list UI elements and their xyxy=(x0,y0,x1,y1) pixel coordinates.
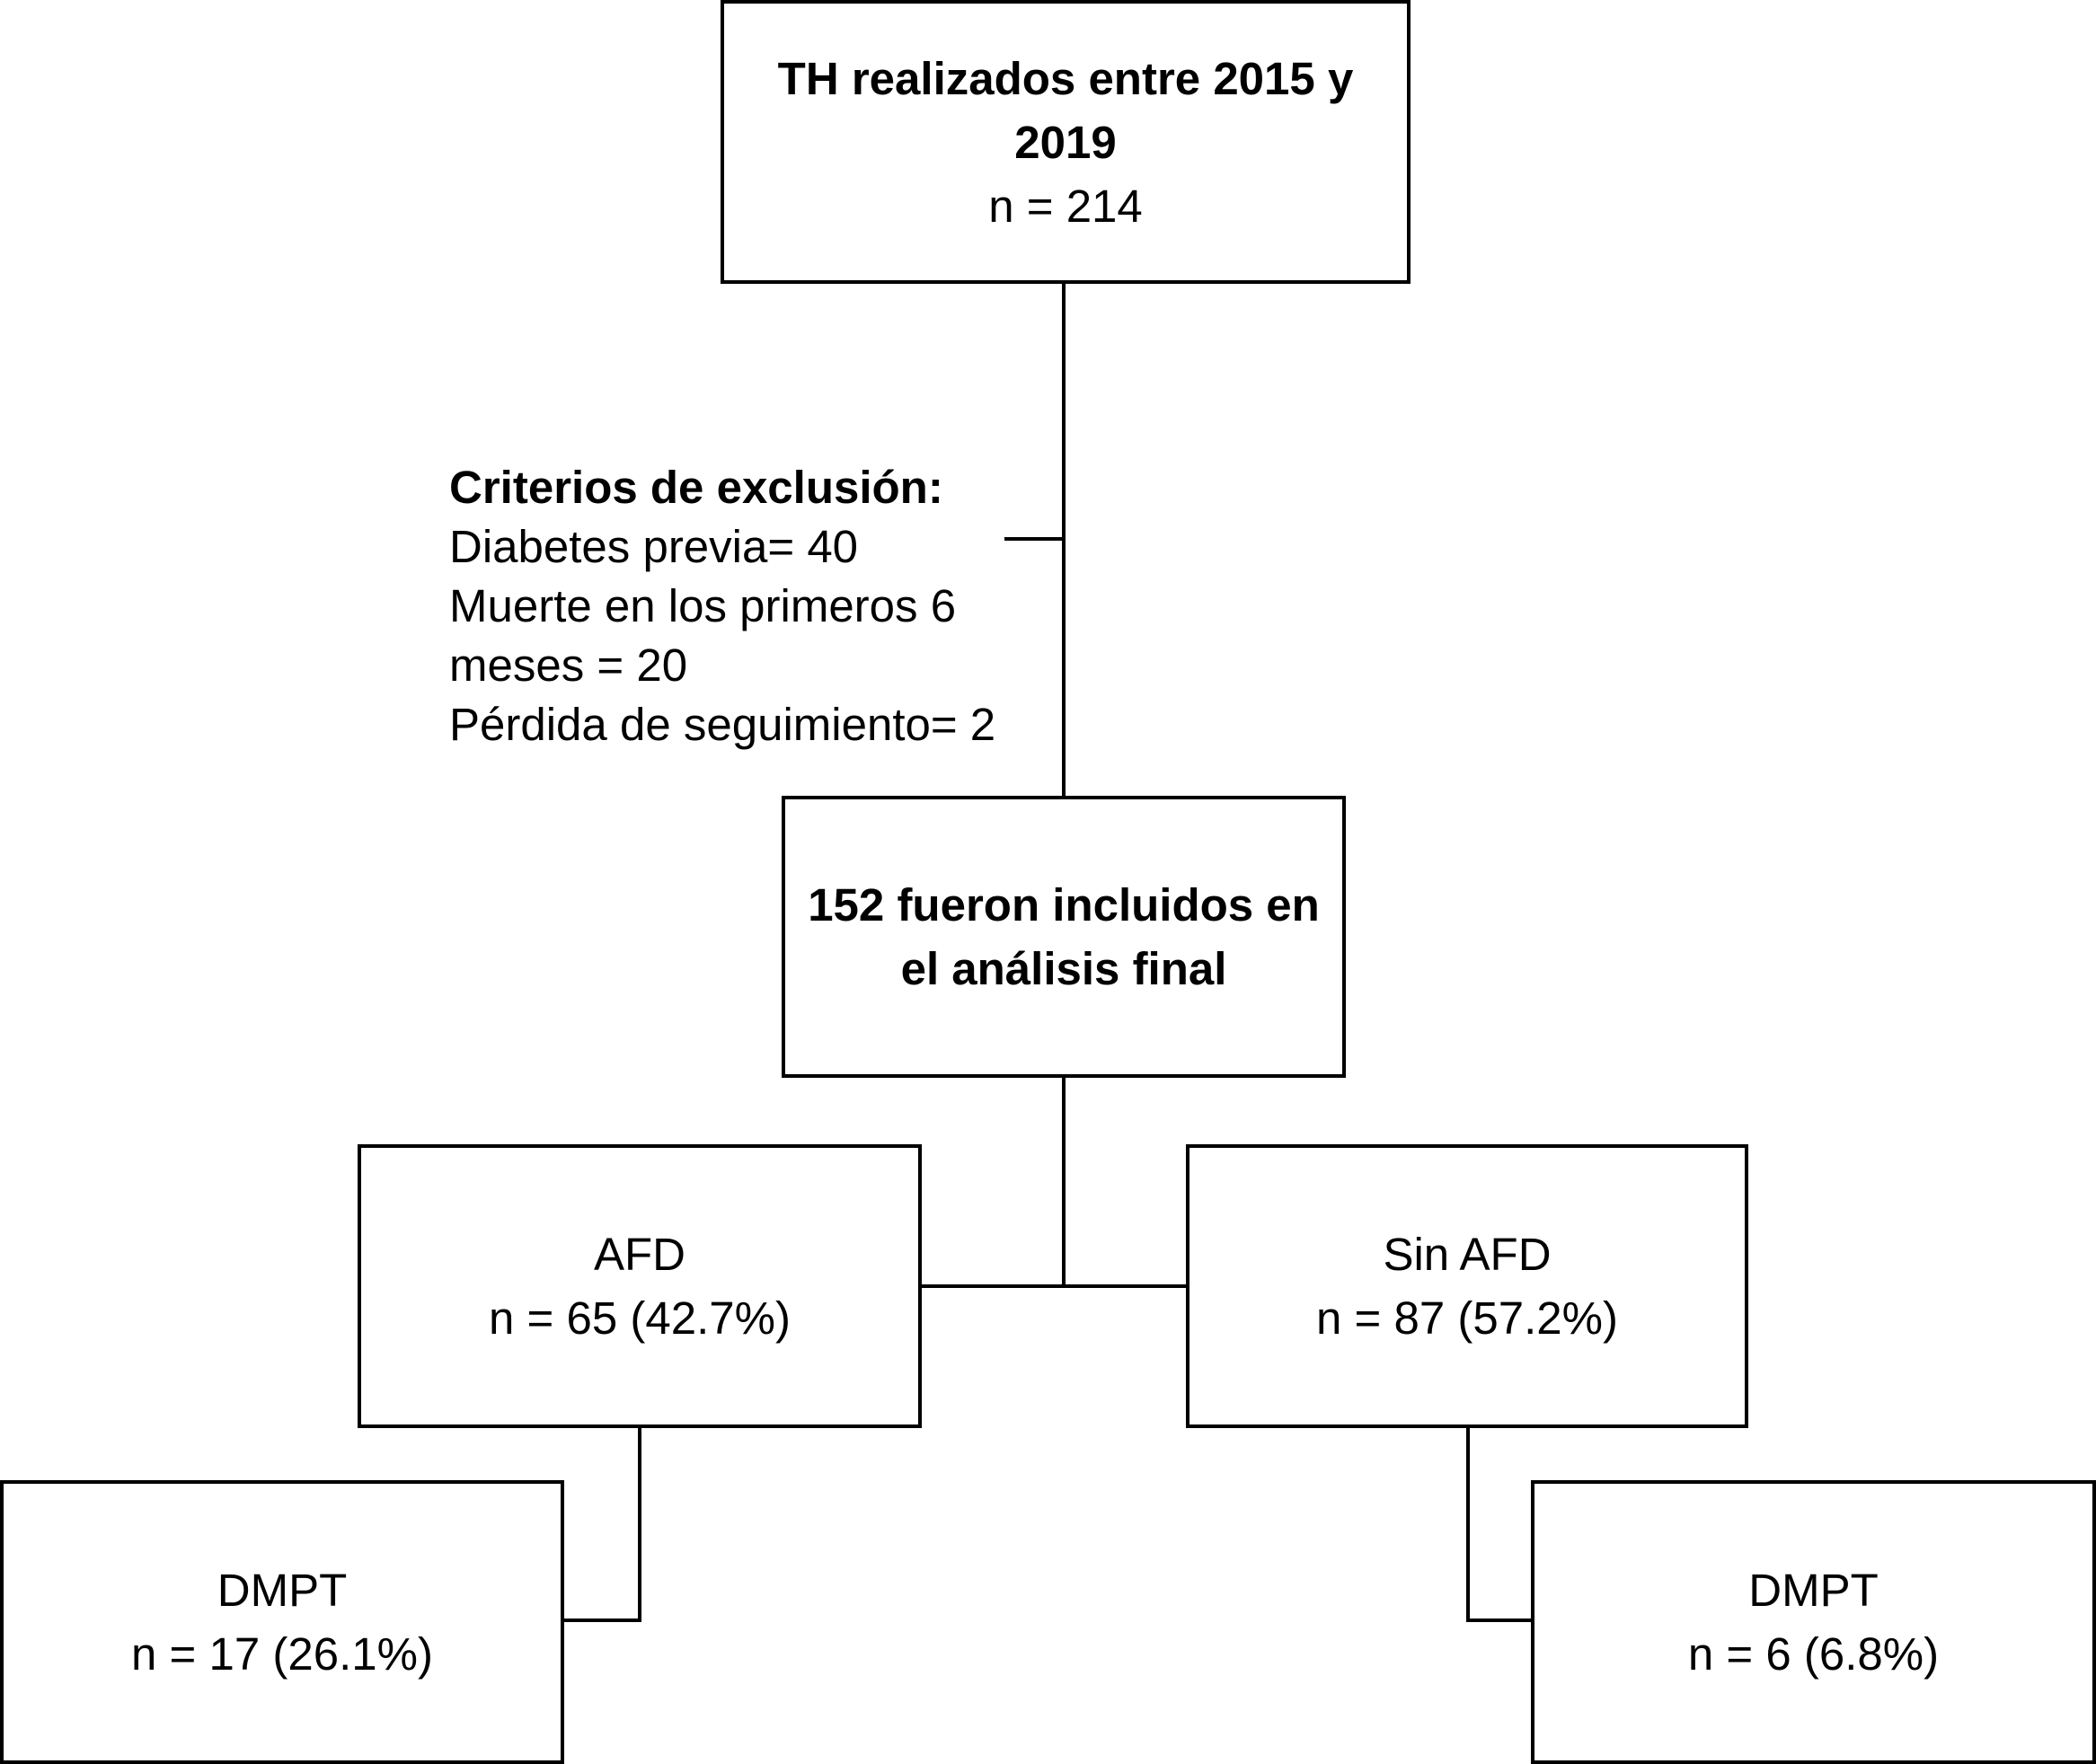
included-line1: 152 fueron incluidos en xyxy=(808,879,1320,931)
exclusion-line: Muerte en los primeros 6 xyxy=(449,580,957,631)
connector-included-down xyxy=(1062,1076,1066,1286)
box-dmpt-sin-afd: DMPT n = 6 (6.8%) xyxy=(1531,1480,2096,1764)
top-box-title-line2: 2019 xyxy=(1014,116,1117,168)
dmpt-right-label: DMPT xyxy=(1748,1565,1879,1616)
dmpt-left-count: n = 17 (26.1%) xyxy=(131,1628,433,1680)
dmpt-right-count: n = 6 (6.8%) xyxy=(1687,1628,1940,1680)
connector-sinafd-down xyxy=(1466,1426,1470,1622)
included-line2: el análisis final xyxy=(900,943,1227,994)
exclusion-heading: Criterios de exclusión: xyxy=(449,462,943,513)
box-included: 152 fueron incluidos en el análisis fina… xyxy=(782,796,1346,1078)
afd-label: AFD xyxy=(594,1229,685,1280)
box-dmpt-afd: DMPT n = 17 (26.1%) xyxy=(0,1480,564,1764)
box-sin-afd: Sin AFD n = 87 (57.2%) xyxy=(1186,1144,1748,1428)
exclusion-line: Pérdida de seguimiento= 2 xyxy=(449,699,996,750)
sin-afd-label: Sin AFD xyxy=(1383,1229,1552,1280)
connector-top-to-included xyxy=(1062,282,1066,798)
connector-afd-down xyxy=(638,1426,641,1622)
sin-afd-count: n = 87 (57.2%) xyxy=(1316,1292,1618,1344)
exclusion-line: meses = 20 xyxy=(449,639,688,691)
connector-sinafd-to-dmpt xyxy=(1466,1618,1534,1622)
afd-count: n = 65 (42.7%) xyxy=(489,1292,791,1344)
top-box-title-line1: TH realizados entre 2015 y xyxy=(777,52,1354,104)
box-afd: AFD n = 65 (42.7%) xyxy=(358,1144,922,1428)
box-th-realizados: TH realizados entre 2015 y 2019 n = 214 xyxy=(721,0,1411,284)
exclusion-criteria: Criterios de exclusión: Diabetes previa=… xyxy=(449,458,995,754)
connector-exclusion-branch xyxy=(1004,537,1064,541)
connector-afd-to-dmpt xyxy=(561,1618,641,1622)
connector-split-horizontal xyxy=(920,1284,1190,1288)
dmpt-left-label: DMPT xyxy=(217,1565,348,1616)
top-box-count: n = 214 xyxy=(988,180,1143,232)
exclusion-line: Diabetes previa= 40 xyxy=(449,521,859,572)
